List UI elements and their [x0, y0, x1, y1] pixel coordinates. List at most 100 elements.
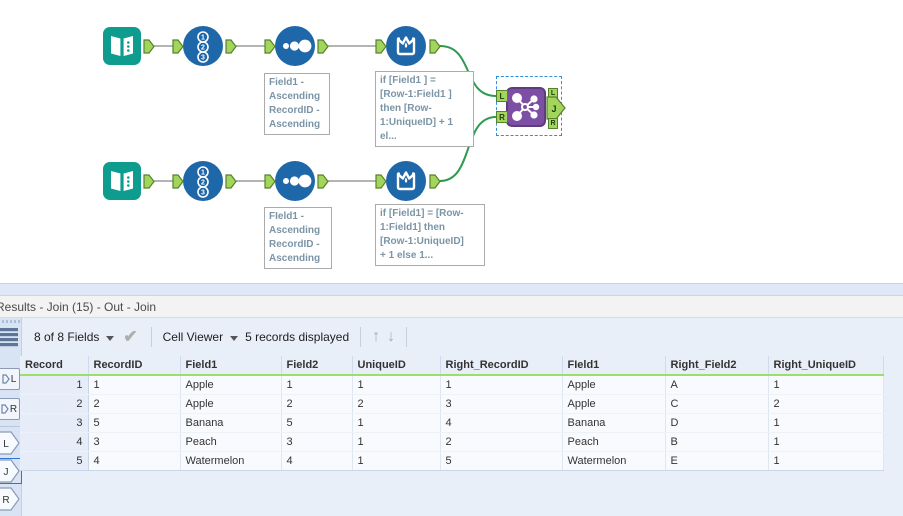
sort-tool-bottom[interactable] — [275, 161, 315, 201]
column-header[interactable]: Field1 — [180, 356, 282, 376]
svg-text:J: J — [551, 104, 556, 114]
input-anchor[interactable] — [172, 39, 184, 54]
chevron-down-icon[interactable] — [106, 335, 115, 341]
column-header[interactable]: Field2 — [281, 356, 353, 376]
multi-row-formula-tool-bottom[interactable] — [386, 161, 426, 201]
sort-tool-top[interactable] — [275, 26, 315, 66]
column-header[interactable]: Right_UniqueID — [768, 356, 884, 376]
svg-text:1: 1 — [201, 170, 205, 177]
anchor-arrow-icon — [2, 374, 10, 384]
input-connection-button-left[interactable]: L — [0, 368, 20, 390]
table-cell: Apple — [562, 375, 666, 395]
column-header[interactable]: RecordID — [88, 356, 181, 376]
join-input-anchor-left[interactable]: L — [496, 90, 508, 102]
record-id-tool-bottom[interactable]: 1 2 3 — [183, 161, 223, 201]
arrow-up-icon[interactable]: ↑ — [372, 328, 381, 345]
table-cell: Banana — [180, 413, 282, 433]
input-connection-button-right[interactable]: R — [0, 398, 20, 420]
table-cell: Watermelon — [180, 451, 282, 471]
table-cell: 2 — [352, 394, 441, 414]
table-cell: 2 — [88, 394, 181, 414]
column-header[interactable]: Right_Field2 — [665, 356, 769, 376]
input-anchor[interactable] — [264, 174, 276, 189]
join-tool[interactable] — [506, 87, 546, 127]
canvas-scrollbar[interactable] — [0, 283, 903, 296]
input-data-tool-top[interactable] — [103, 27, 141, 65]
column-header[interactable]: Right_RecordID — [440, 356, 563, 376]
results-left-strip: L R L J R — [0, 318, 22, 516]
input-data-tool-bottom[interactable] — [103, 162, 141, 200]
table-cell: 5 — [440, 451, 563, 471]
input-anchor[interactable] — [264, 39, 276, 54]
record-number-cell: 1 — [20, 375, 89, 395]
multi-row-formula-annotation-bottom[interactable]: if [Field1] = [Row- 1:Field1] then [Row-… — [375, 204, 485, 266]
output-anchor[interactable] — [429, 39, 441, 54]
column-header[interactable]: FIeld1 — [562, 356, 666, 376]
cell-viewer-dropdown[interactable]: Cell Viewer — [162, 330, 224, 344]
join-output-anchor-right[interactable]: R — [548, 118, 558, 129]
sort-annotation-bottom[interactable]: FIeld1 - Ascending RecordID - Ascending — [264, 207, 332, 269]
column-header[interactable]: Record — [20, 356, 89, 376]
sort-annotation-top[interactable]: Field1 - Ascending RecordID - Ascending — [264, 73, 330, 135]
output-anchor[interactable] — [143, 39, 155, 54]
multi-row-formula-annotation-top[interactable]: if [Field1 ] = [Row-1:Field1 ] then [Row… — [375, 71, 474, 147]
output-anchor[interactable] — [317, 39, 329, 54]
record-number-cell: 4 — [20, 432, 89, 452]
apply-check-icon[interactable]: ✔ — [123, 327, 138, 346]
records-displayed-label: 5 records displayed — [245, 330, 350, 344]
anchor-letter: L — [10, 373, 17, 385]
multi-row-formula-icon — [396, 36, 416, 56]
input-anchor[interactable] — [375, 174, 387, 189]
output-connection-button-left[interactable]: L — [0, 431, 21, 455]
table-cell: 1 — [768, 413, 884, 433]
table-cell: Banana — [562, 413, 666, 433]
workflow-canvas[interactable]: 1 2 3 — [0, 0, 903, 283]
output-anchor[interactable] — [225, 174, 237, 189]
join-output-anchor-join[interactable]: J — [546, 96, 566, 120]
table-cell: Peach — [180, 432, 282, 452]
output-anchor[interactable] — [429, 174, 441, 189]
output-anchor[interactable] — [225, 39, 237, 54]
table-cell: 5 — [88, 413, 181, 433]
table-cell: 2 — [281, 394, 353, 414]
record-id-tool-top[interactable]: 1 2 3 — [183, 26, 223, 66]
results-title-text: Results - Join (15) - Out - Join — [0, 299, 157, 314]
table-cell: 1 — [440, 375, 563, 395]
table-cell: 5 — [281, 413, 353, 433]
table-cell: 1 — [88, 375, 181, 395]
chevron-down-icon[interactable] — [230, 335, 239, 341]
table-cell: 3 — [440, 394, 563, 414]
input-anchor[interactable] — [375, 39, 387, 54]
record-id-icon: 1 2 3 — [197, 31, 209, 63]
record-number-cell: 2 — [20, 394, 89, 414]
record-number-cell: 3 — [20, 413, 89, 433]
output-connection-button-right[interactable]: R — [0, 487, 21, 511]
svg-text:2: 2 — [201, 45, 205, 52]
svg-text:L: L — [3, 439, 9, 450]
input-anchor[interactable] — [172, 174, 184, 189]
table-cell: E — [665, 451, 769, 471]
table-cell: 1 — [768, 451, 884, 471]
join-input-anchor-right[interactable]: R — [496, 111, 508, 123]
toolbar-separator — [150, 327, 152, 347]
table-cell: 4 — [88, 451, 181, 471]
anchor-letter: R — [9, 403, 18, 415]
results-panel: L R L J R 8 of 8 Fie — [0, 318, 903, 516]
output-anchor[interactable] — [317, 174, 329, 189]
column-header[interactable]: UniqueID — [352, 356, 441, 376]
table-cell: Peach — [562, 432, 666, 452]
fields-summary-dropdown[interactable]: 8 of 8 Fields — [34, 330, 100, 344]
multi-row-formula-tool-top[interactable] — [386, 26, 426, 66]
sort-icon — [283, 39, 312, 53]
panel-grip-icon[interactable] — [2, 320, 20, 323]
table-cell: 1 — [352, 432, 441, 452]
output-connection-button-join-selected[interactable]: J — [0, 458, 22, 484]
table-cell: 3 — [88, 432, 181, 452]
arrow-down-icon[interactable]: ↓ — [387, 328, 396, 345]
table-view-icon[interactable] — [0, 326, 20, 348]
table-cell: Apple — [562, 394, 666, 414]
output-anchor[interactable] — [143, 174, 155, 189]
